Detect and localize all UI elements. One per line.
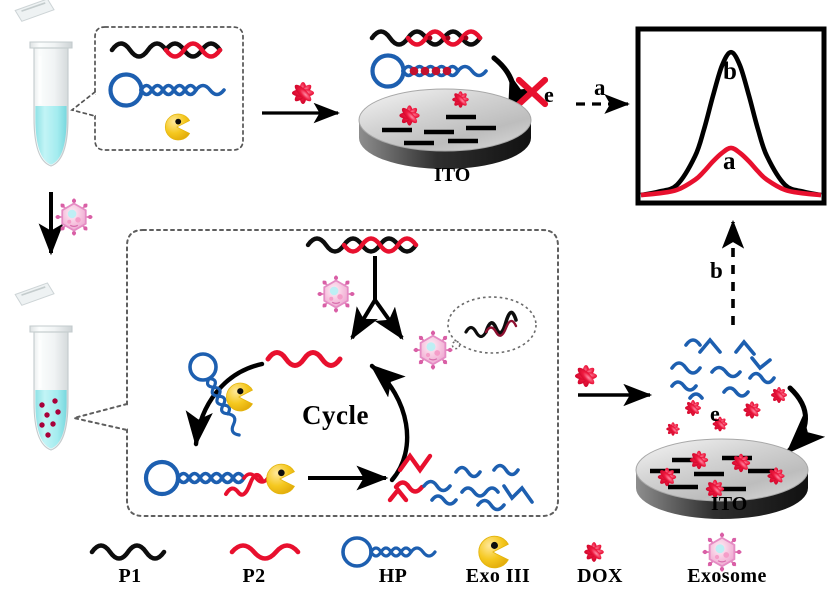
legend-dox-icon: [584, 542, 604, 562]
electron-label-top: e: [544, 82, 554, 107]
legend-label-hp: HP: [378, 565, 408, 587]
hp-dox-electrode: [370, 53, 488, 89]
p1-p2-duplex-top: [109, 41, 223, 59]
legend-label-exosome: Exosome: [687, 565, 767, 587]
dox-on-ito-4: [767, 467, 785, 485]
arrow-cycle-left: [185, 361, 265, 447]
free-p2-strand: [265, 350, 343, 368]
legend-label-p1: P1: [118, 565, 142, 587]
p1-p2-duplex-electrode: [369, 29, 483, 47]
dox-on-ito-2: [731, 453, 751, 473]
cycle-label: Cycle: [302, 400, 369, 430]
legend-p2-icon: [229, 543, 301, 561]
ito-label-bottom: ITO: [711, 493, 748, 515]
ito-lines-top: [382, 114, 496, 146]
dox-on-ito-3: [657, 467, 677, 487]
blocked-x-icon: [515, 76, 549, 108]
legend-label-p2: P2: [242, 565, 266, 587]
exosome-binding: [317, 275, 355, 313]
curve-a-label: a: [723, 148, 736, 175]
hp-free-cycle: [188, 352, 241, 437]
tube-bottom: [14, 282, 73, 451]
dox-on-ito-top-2: [452, 91, 469, 108]
ito-label-top: ITO: [434, 164, 471, 186]
legend-label-dox: DOX: [577, 565, 623, 587]
ito-electrode-bottom: [635, 438, 809, 519]
dox-intercalated-top: [409, 66, 452, 76]
exosome-particles-in-tube: [39, 398, 61, 438]
path-a-label: a: [594, 75, 606, 100]
legend-label-exo3: Exo III: [465, 565, 531, 587]
path-b-label: b: [710, 258, 723, 283]
thought-bubble: [447, 296, 537, 354]
tube-top: [14, 0, 73, 167]
curve-b-label: b: [723, 58, 737, 85]
signal-chart-inset: [635, 26, 827, 206]
exosome-p1-complex: [413, 296, 537, 370]
p1-p2-duplex-cycle: [305, 236, 419, 254]
dox-top-arrow: [291, 81, 315, 105]
dox-on-ito-top-1: [399, 105, 420, 126]
dox-on-ito-1: [689, 450, 709, 470]
electron-transfer-arc-bottom: [785, 385, 826, 455]
ito-electrode-top: [358, 88, 532, 169]
legend-hp-icon: [341, 536, 437, 568]
dox-bottom-arrow: [574, 364, 598, 388]
legend-p1-icon: [89, 543, 167, 561]
callout-cycle-box: [73, 229, 559, 517]
fragments-above-ito: [670, 337, 776, 400]
strand-displacement-arrows: [350, 256, 404, 341]
digested-fragments: [387, 452, 534, 512]
legend-exo3-icon: [478, 535, 509, 569]
electron-label-bottom: e: [710, 401, 720, 426]
hp-hairpin-top: [108, 72, 226, 108]
callout-top: [70, 26, 244, 151]
hp-p2-hybrid: [143, 459, 295, 497]
exosome-left-arrow: [55, 198, 93, 236]
legend-glyphs: [89, 532, 742, 572]
